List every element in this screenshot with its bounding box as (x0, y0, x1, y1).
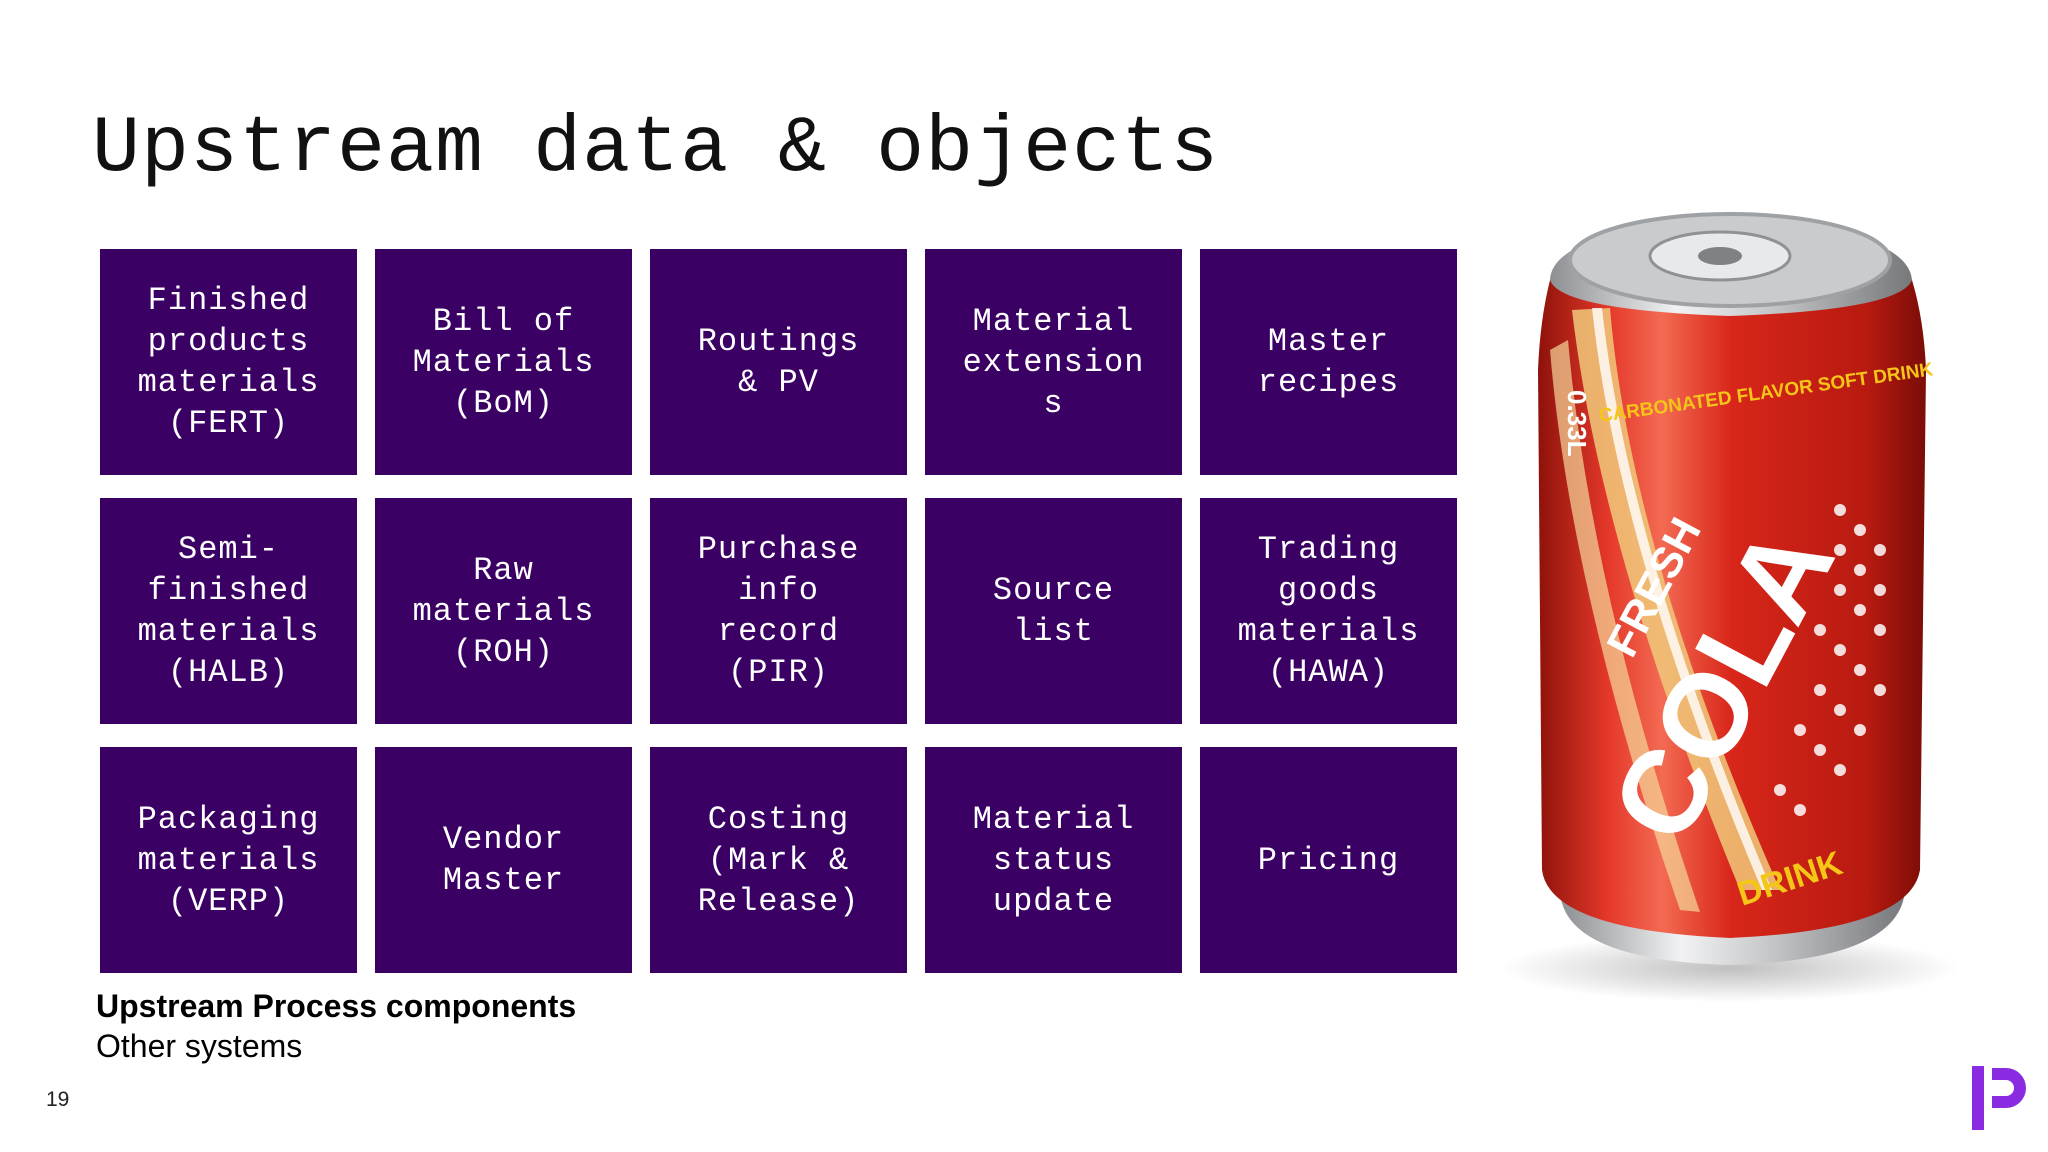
can-body (1538, 280, 1926, 938)
tile-purchase-info-record: Purchase info record (PIR) (650, 498, 907, 724)
tile-label: Bill of Materials (BoM) (412, 302, 595, 422)
page-number: 19 (46, 1088, 70, 1111)
tile-master-recipes: Master recipes (1200, 249, 1457, 475)
tile-label: Finished products materials (FERT) (137, 282, 320, 442)
caption: Upstream Process components Other system… (96, 986, 576, 1066)
tile-label: Purchase info record (PIR) (697, 531, 860, 691)
tile-label: Material status update (972, 800, 1135, 920)
company-logo-icon (1972, 1066, 2026, 1130)
tile-packaging-materials: Packaging materials (VERP) (100, 747, 357, 973)
tile-material-extensions: Material extension s (925, 249, 1182, 475)
tile-vendor-master: Vendor Master (375, 747, 632, 973)
tile-label: Costing (Mark & Release) (697, 800, 860, 920)
tile-label: Raw materials (ROH) (412, 551, 595, 671)
caption-heading: Upstream Process components (96, 988, 577, 1024)
tile-costing: Costing (Mark & Release) (650, 747, 907, 973)
slide-title: Upstream data & objects (92, 104, 1220, 195)
tile-label: Master recipes (1257, 323, 1400, 401)
can-shadow (1500, 934, 1960, 1002)
tile-label: Pricing (1257, 841, 1400, 879)
tile-source-list: Source list (925, 498, 1182, 724)
can-volume: 0.33L (1562, 390, 1592, 457)
components-grid: Finished products materials (FERT) Bill … (100, 249, 1457, 973)
caption-subheading: Other systems (96, 1028, 303, 1064)
tile-finished-products: Finished products materials (FERT) (100, 249, 357, 475)
tile-bill-of-materials: Bill of Materials (BoM) (375, 249, 632, 475)
can-gold-stripe (1550, 340, 1700, 912)
cola-can-image: 0.33L CARBONATED FLAVOR SOFT DRINK FRESH… (1500, 212, 1960, 1002)
tile-material-status: Material status update (925, 747, 1182, 973)
tile-raw-materials: Raw materials (ROH) (375, 498, 632, 724)
tile-label: Routings & PV (697, 323, 860, 401)
tile-label: Trading goods materials (HAWA) (1237, 531, 1420, 691)
tile-label: Packaging materials (VERP) (137, 800, 320, 920)
tile-label: Source list (992, 572, 1115, 650)
tile-label: Semi- finished materials (HALB) (137, 531, 320, 691)
tile-trading-goods: Trading goods materials (HAWA) (1200, 498, 1457, 724)
tile-pricing: Pricing (1200, 747, 1457, 973)
tile-routings: Routings & PV (650, 249, 907, 475)
tile-label: Material extension s (962, 302, 1145, 422)
can-dots (1774, 504, 1886, 816)
tile-semi-finished: Semi- finished materials (HALB) (100, 498, 357, 724)
tile-label: Vendor Master (442, 821, 565, 899)
